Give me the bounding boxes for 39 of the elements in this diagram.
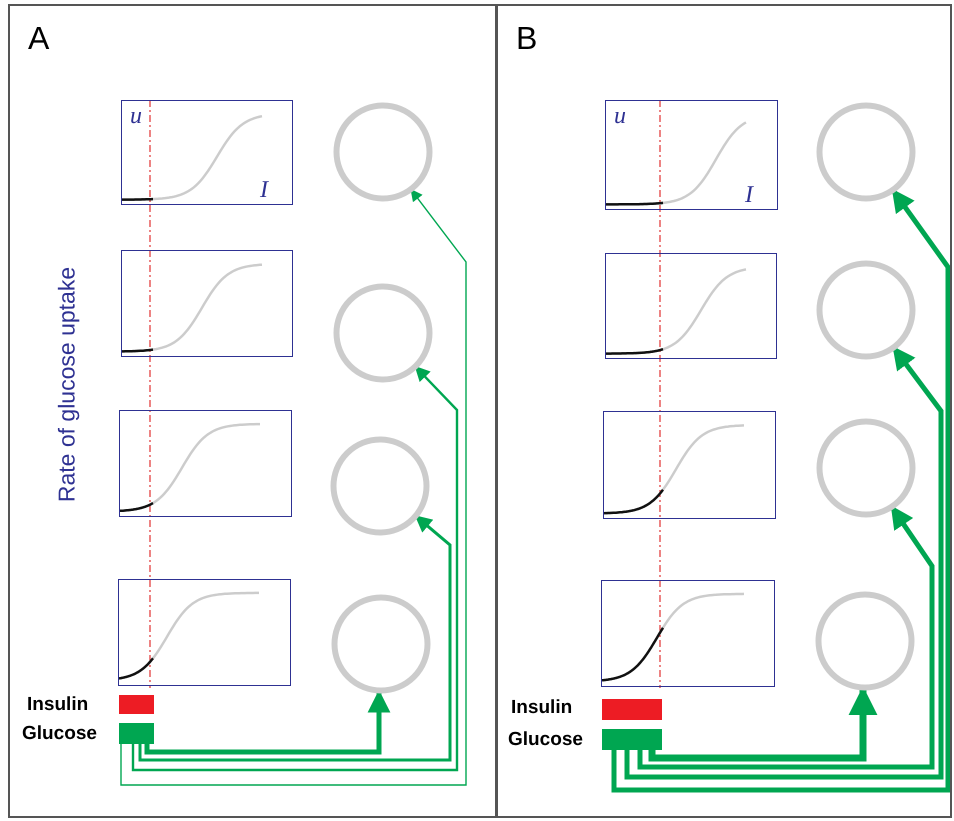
ring <box>333 283 433 383</box>
arrow <box>638 505 934 770</box>
arrow <box>624 346 944 780</box>
plot-frame <box>601 580 775 687</box>
bar-label: Insulin <box>511 697 572 719</box>
bar-label: Glucose <box>508 729 583 751</box>
bar-label: Glucose <box>22 723 97 745</box>
ring <box>331 594 431 694</box>
ring <box>330 436 430 536</box>
ring <box>816 102 916 202</box>
ring <box>815 591 915 691</box>
arrow <box>138 515 452 762</box>
panel-letter: B <box>516 20 538 57</box>
axis-label: I <box>260 177 268 204</box>
bar <box>119 695 154 714</box>
plot-frame <box>121 100 293 205</box>
bar <box>119 723 154 744</box>
bar-label: Insulin <box>27 694 88 716</box>
plot-frame <box>121 250 293 357</box>
plot-frame <box>603 411 776 519</box>
plot-frame <box>119 410 292 517</box>
ring <box>816 418 916 518</box>
axis-title: Rate of glucose uptake <box>54 266 80 504</box>
ring <box>333 102 433 202</box>
plot-frame <box>605 253 777 359</box>
plot-frame <box>118 579 291 686</box>
bar <box>602 699 662 720</box>
plot-frame <box>605 100 778 210</box>
axis-label: u <box>130 103 142 130</box>
arrow <box>132 366 458 772</box>
arrow <box>612 188 950 792</box>
panel <box>496 4 952 818</box>
panel-letter: A <box>28 20 50 57</box>
bar <box>602 729 662 750</box>
arrow <box>120 188 467 786</box>
axis-label: I <box>745 182 753 209</box>
ring <box>816 260 916 360</box>
axis-label: u <box>614 103 626 130</box>
panel <box>8 4 497 818</box>
